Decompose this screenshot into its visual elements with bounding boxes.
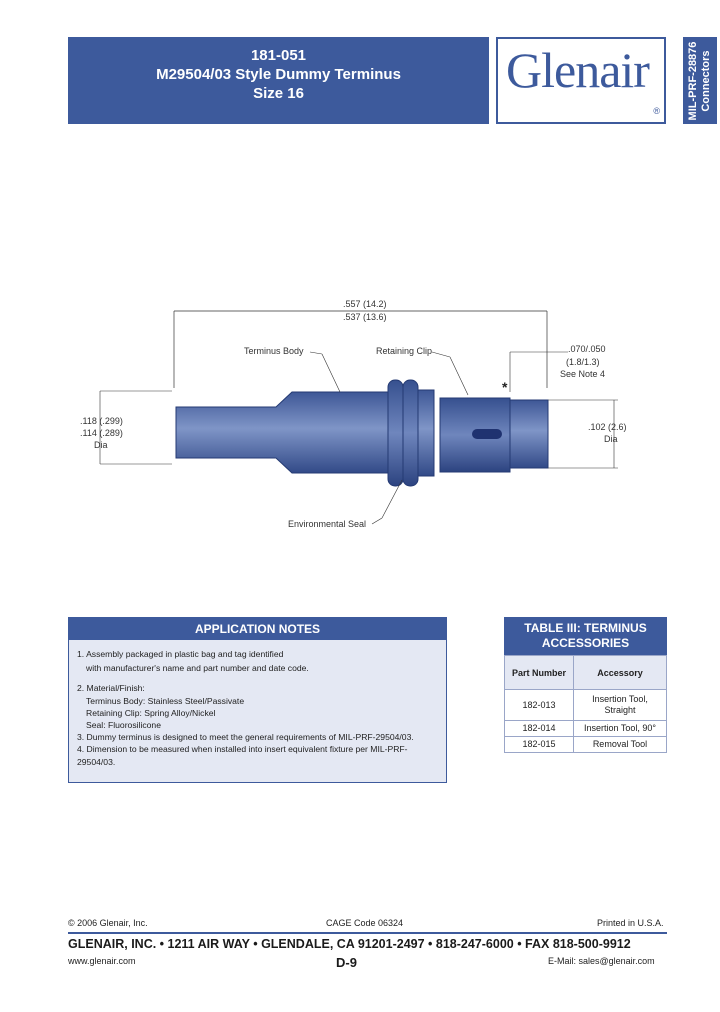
clip-dim: .070/.050 xyxy=(568,344,606,354)
note-4: 4. Dimension to be measured when install… xyxy=(77,744,408,767)
section-tab-line2: Connectors xyxy=(700,50,712,112)
front-tip xyxy=(509,399,549,469)
footer-rule xyxy=(68,932,667,934)
leader-seal xyxy=(371,517,383,525)
website-link[interactable]: www.glenair.com xyxy=(68,956,136,966)
seal-ring-2 xyxy=(402,379,419,487)
clip-note: See Note 4 xyxy=(560,369,605,379)
right-dia: .102 (2.6) xyxy=(588,422,627,432)
col-accessory: Accessory xyxy=(573,655,667,690)
title-box: 181-051 M29504/03 Style Dummy Terminus S… xyxy=(68,37,489,124)
note-2a: 2. Material/Finish: xyxy=(77,683,145,694)
section-tab-line1: MIL-PRF-28876 xyxy=(687,41,699,121)
accessory-line1: Insertion Tool, xyxy=(592,694,648,704)
leader-clip-2 xyxy=(449,356,469,396)
logo-text: Glenair xyxy=(506,42,650,98)
accessory-cell: Insertion Tool, 90° xyxy=(573,720,667,737)
left-dia-max: .118 (.299) xyxy=(80,416,123,426)
accessories-table: TABLE III: TERMINUS ACCESSORIES Part Num… xyxy=(504,617,667,753)
registered-mark: ® xyxy=(653,106,660,116)
accessories-heading: TABLE III: TERMINUS ACCESSORIES xyxy=(504,617,667,655)
email-link[interactable]: E-Mail: sales@glenair.com xyxy=(548,956,655,966)
leader-clip xyxy=(431,351,451,358)
col-part-number: Part Number xyxy=(504,655,574,690)
terminus-body xyxy=(175,391,389,474)
part-number-cell: 182-014 xyxy=(504,720,574,737)
part-number-cell: 182-015 xyxy=(504,736,574,753)
note-2c: Retaining Clip: Spring Alloy/Nickel xyxy=(86,707,216,718)
table-row: 182-014 Insertion Tool, 90° xyxy=(504,720,667,737)
note-1b: with manufacturer's name and part number… xyxy=(86,663,309,674)
leader-seal-2 xyxy=(381,479,403,519)
accessory-cell: Insertion Tool, Straight xyxy=(573,689,667,721)
overall-length-min: .537 (13.6) xyxy=(343,312,387,322)
accessory-cell: Removal Tool xyxy=(573,736,667,753)
cage-code: CAGE Code 06324 xyxy=(326,918,404,928)
left-dia-min: .114 (.289) xyxy=(80,428,123,438)
clip-dim-metric: (1.8/1.3) xyxy=(566,357,600,367)
accessory-line2: Straight xyxy=(604,705,636,715)
copyright: © 2006 Glenair, Inc. xyxy=(68,918,148,928)
label-retaining-clip: Retaining Clip xyxy=(376,346,432,356)
seal-ring-1 xyxy=(387,379,404,487)
part-number: 181-051 xyxy=(250,47,307,64)
application-notes: APPLICATION NOTES 1. Assembly packaged i… xyxy=(68,617,447,783)
table-row: 182-015 Removal Tool xyxy=(504,736,667,753)
asterisk-mark: * xyxy=(502,379,508,395)
body-collar xyxy=(417,389,435,477)
section-tab: MIL-PRF-28876 Connectors xyxy=(683,37,717,124)
right-dia-label: Dia xyxy=(604,434,618,444)
note-2b: Terminus Body: Stainless Steel/Passivate xyxy=(86,695,245,706)
overall-length-max: .557 (14.2) xyxy=(343,299,387,309)
accessories-heading-line2: ACCESSORIES xyxy=(541,636,630,650)
company-address: GLENAIR, INC. • 1211 AIR WAY • GLENDALE,… xyxy=(68,937,631,951)
page-number: D-9 xyxy=(336,955,357,970)
leader-body xyxy=(309,351,323,355)
size-label: Size 16 xyxy=(253,85,304,102)
note-3: 3. Dummy terminus is designed to meet th… xyxy=(77,732,414,743)
page-title: M29504/03 Style Dummy Terminus xyxy=(156,66,401,83)
table-header-row: Part Number Accessory xyxy=(504,655,667,690)
clip-slot xyxy=(472,429,502,439)
notes-heading: APPLICATION NOTES xyxy=(69,618,446,640)
part-number-cell: 182-013 xyxy=(504,689,574,721)
accessories-heading-line1: TABLE III: TERMINUS xyxy=(524,621,647,635)
table-row: 182-013 Insertion Tool, Straight xyxy=(504,689,667,721)
note-2d: Seal: Fluorosilicone xyxy=(86,720,161,731)
label-environmental-seal: Environmental Seal xyxy=(288,519,366,529)
note-1a: 1. Assembly packaged in plastic bag and … xyxy=(77,649,284,659)
label-terminus-body: Terminus Body xyxy=(244,346,304,356)
leader-body-2 xyxy=(321,353,341,393)
glenair-logo: Glenair ® xyxy=(496,37,666,124)
printed-in: Printed in U.S.A. xyxy=(597,918,664,928)
left-dia-label: Dia xyxy=(94,440,108,450)
terminus-drawing: .557 (14.2) .537 (13.6) .118 (.299) .114… xyxy=(80,299,627,529)
